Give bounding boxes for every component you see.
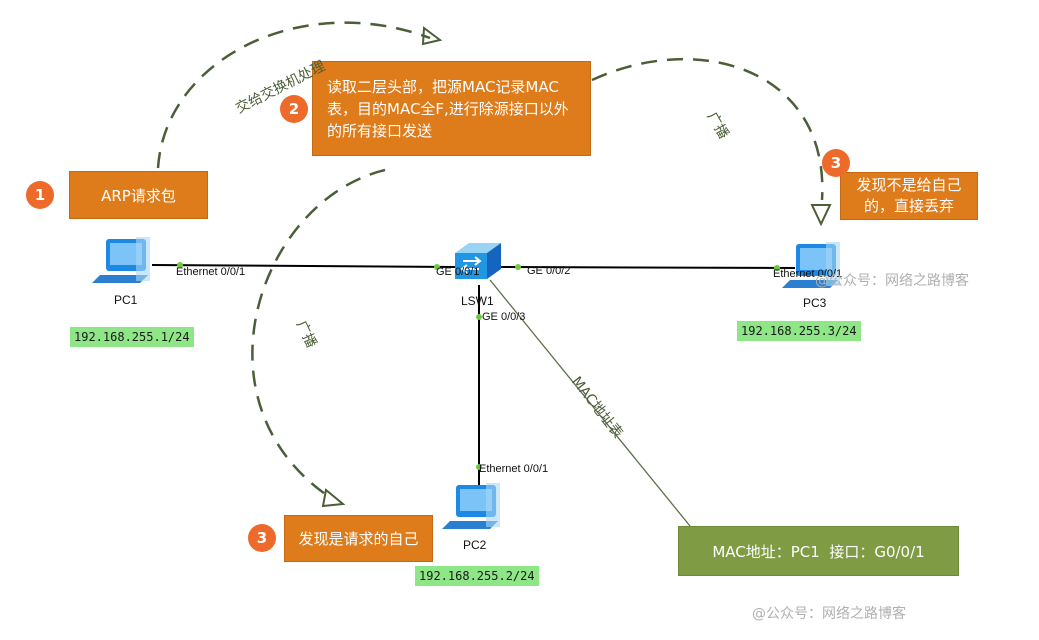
port-dot-pc3 [774,265,780,271]
mac-table-line [489,279,691,527]
arc-broadcast-right [591,58,824,201]
step-badge-3-pc3: 3 [822,149,850,177]
pc2-self-text: 发现是请求的自己 [298,530,419,548]
arp-request-text: ARP请求包 [101,186,176,205]
switch-process-box: 读取二层头部，把源MAC记录MAC表，目的MAC全F,进行除源接口以外的所有接口… [312,61,591,156]
pc1-port-label: Ethernet 0/0/1 [176,266,246,278]
pc2-name: PC2 [463,538,487,552]
watermark-bottom: @公众号：网络之路博客 [752,606,906,622]
switch-icon [455,243,501,279]
arp-request-box: ARP请求包 [69,171,208,219]
pc3-name: PC3 [803,296,827,310]
sw-port3-label: GE 0/0/3 [482,311,526,323]
arrow-to-switch [421,26,443,46]
arrow-broadcast-left [321,488,346,508]
arc-to-switch [156,21,431,169]
pc3-port-label: Ethernet 0/0/1 [773,268,843,280]
switch-name: LSW1 [461,294,494,308]
pc1-name: PC1 [114,293,138,307]
pc3-drop-text: 发现不是给自己的，直接丢弃 [856,176,962,215]
port-dot-pc1 [177,262,183,268]
sw-port2-label: GE 0/0/2 [527,265,571,277]
step-badge-2: 2 [280,95,308,123]
pc2-port-label: Ethernet 0/0/1 [479,463,549,475]
port-dot-sw-p2 [515,264,521,270]
port-dot-sw-p1 [434,264,440,270]
pc1-ip: 192.168.255.1/24 [70,327,194,347]
watermark-top: @公众号：网络之路博客 [815,273,969,289]
link-pc1-sw [151,264,456,268]
arc-broadcast-left [251,168,386,498]
pc3-ip: 192.168.255.3/24 [737,321,861,341]
pc2-ip: 192.168.255.2/24 [415,566,539,586]
pc3-drop-box: 发现不是给自己的，直接丢弃 [840,172,978,220]
pc3-computer-icon [782,242,840,288]
step-badge-3-pc2: 3 [248,524,276,552]
port-dot-sw-p3 [476,314,482,320]
arrow-broadcast-right [810,204,832,227]
mac-table-text: MAC地址：PC1 接口：G0/0/1 [712,542,925,561]
step-badge-1: 1 [26,181,54,209]
sw-port1-label: GE 0/0/1 [436,266,480,278]
mac-table-box: MAC地址：PC1 接口：G0/0/1 [678,526,959,576]
pc2-self-box: 发现是请求的自己 [284,515,433,562]
switch-process-text: 读取二层头部，把源MAC记录MAC表，目的MAC全F,进行除源接口以外的所有接口… [327,77,569,140]
link-sw-pc3 [499,266,796,269]
port-dot-pc2 [476,464,482,470]
pc1-computer-icon [92,237,150,283]
pc2-computer-icon [442,483,500,529]
